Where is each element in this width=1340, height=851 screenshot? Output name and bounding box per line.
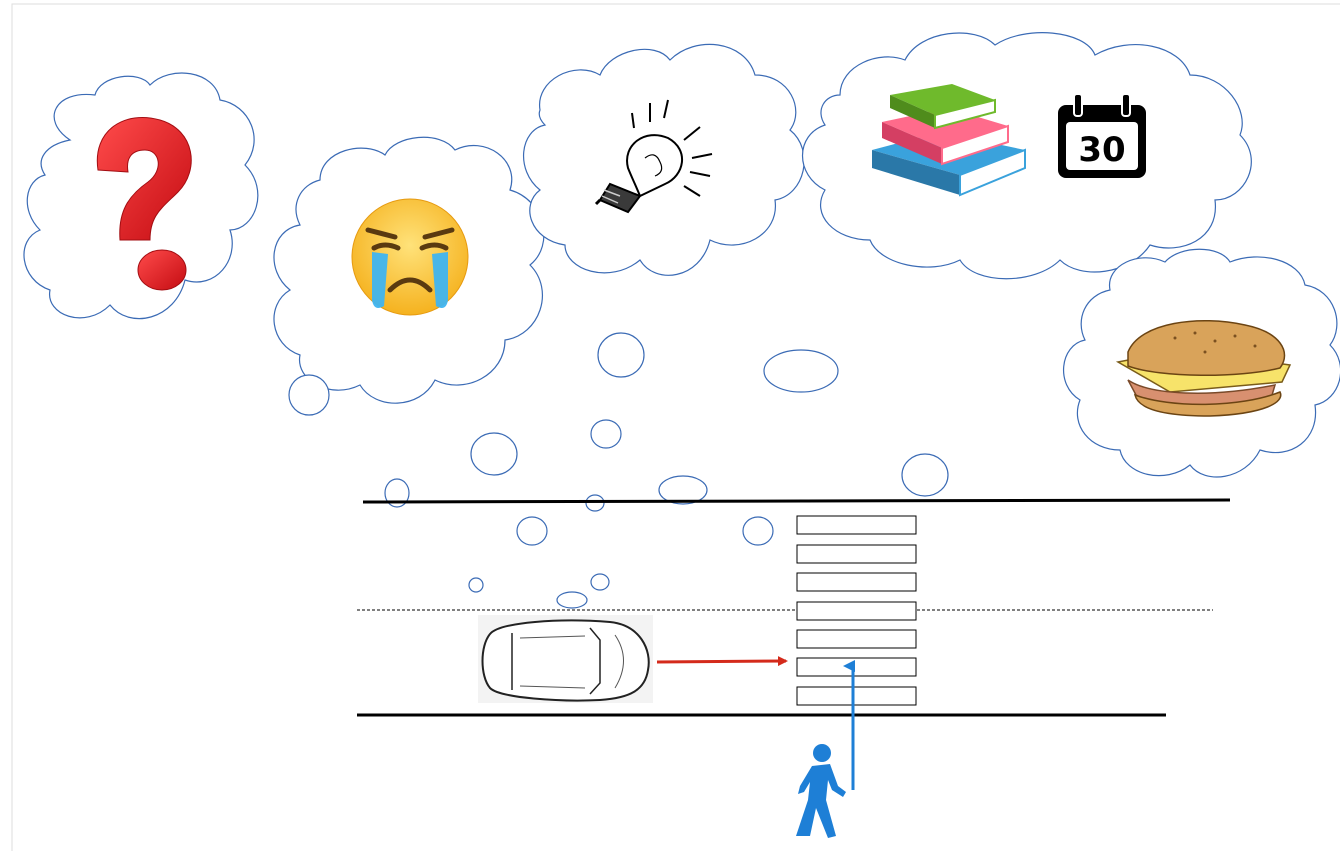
thought-cloud-study — [803, 33, 1252, 279]
calendar-icon: 30 — [1058, 94, 1146, 178]
crying-face-icon — [352, 199, 468, 315]
car-icon — [478, 615, 653, 703]
crosswalk — [797, 516, 916, 705]
pedestrian-icon — [796, 744, 846, 838]
road-edge-top — [363, 500, 1230, 502]
car-direction-arrow — [657, 661, 786, 662]
calendar-day: 30 — [1078, 130, 1125, 170]
sandwich-icon — [1118, 321, 1290, 416]
